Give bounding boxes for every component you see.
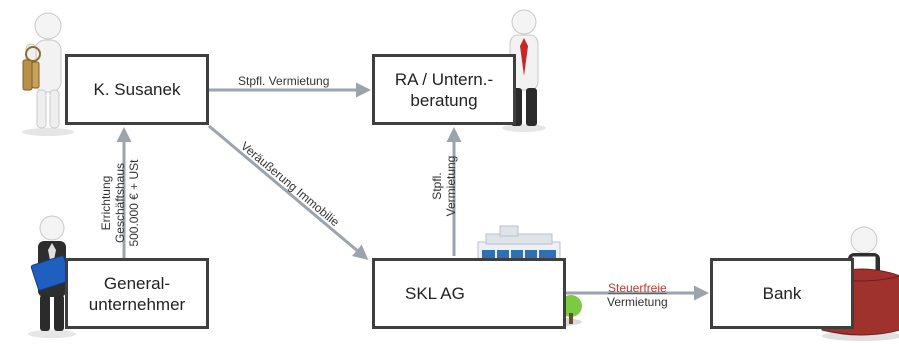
node-label-general: General- unternehmer [88,273,186,314]
edge-label-skl-bank: Vermietung [607,295,668,309]
node-skl-ag: SKL AG [372,258,566,329]
edge-label-skl-ra: Stpfl. Vermietung [430,155,458,217]
edge-label-skl-bank-red: Steuerfreie [608,281,667,295]
node-label-skl: SKL AG [405,284,465,303]
node-ra-unternehmensberatung: RA / Untern.- beratung [372,54,516,125]
edge-label-susanek-ra: Stpfl. Vermietung [238,74,330,88]
node-bank: Bank [710,258,854,329]
node-label-susanek: K. Susanek [93,80,181,99]
node-generalunternehmer: General- unternehmer [65,258,209,329]
node-label-ra: RA / Untern.- beratung [394,69,494,110]
node-label-bank: Bank [762,284,802,303]
figure-with-keys-icon [22,12,74,136]
node-susanek: K. Susanek [65,54,209,125]
edge-label-general-susanek: Errichtung Geschäftshaus 500.000 € + USt [99,159,141,247]
arrow-susanek-to-skl [208,124,369,260]
